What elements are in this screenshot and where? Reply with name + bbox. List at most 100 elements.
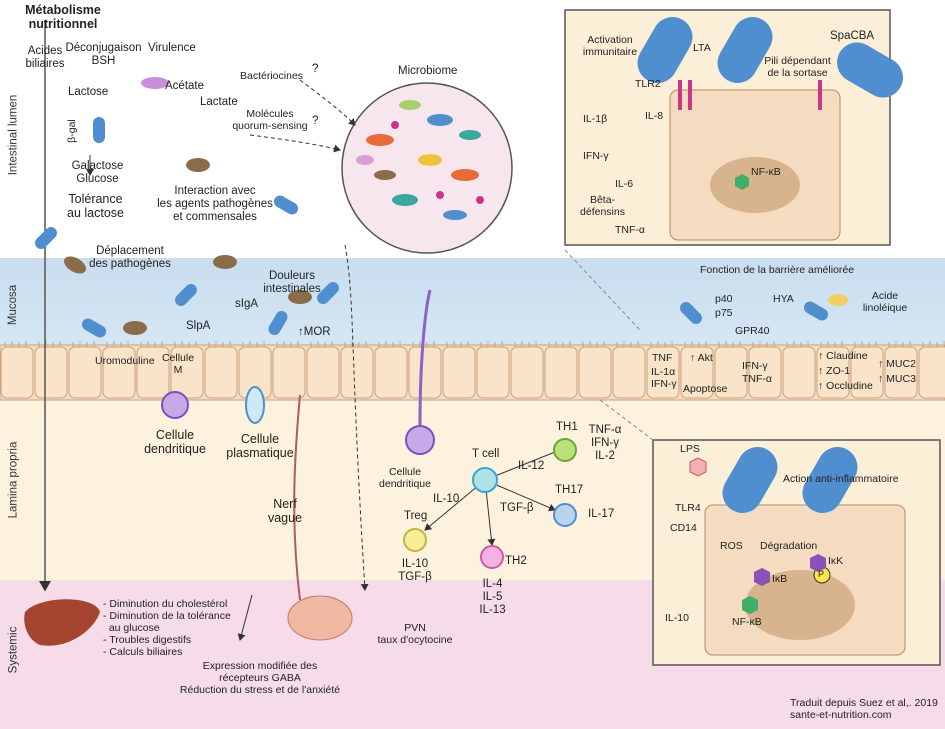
anti-nfkb: NF-κB bbox=[732, 616, 762, 628]
lumen-microbiome: Microbiome bbox=[398, 65, 458, 77]
lumen-virulence: Virulence bbox=[148, 42, 196, 54]
dendritic-cell-icon bbox=[161, 391, 189, 419]
lamina-plasmatique: Cellule plasmatique bbox=[226, 432, 294, 461]
lamina-th2: TH2 bbox=[505, 555, 527, 567]
liver-icon bbox=[24, 599, 100, 646]
immune-activation: Activation immunitaire bbox=[582, 34, 638, 59]
lamina-th17: TH17 bbox=[555, 484, 584, 496]
epithelial-cell bbox=[34, 346, 68, 399]
epithelial-cell bbox=[340, 346, 374, 399]
microvilli bbox=[174, 341, 197, 347]
epithelial-cell bbox=[850, 346, 884, 399]
lumen-q2: ? bbox=[312, 115, 319, 127]
lamina-il10: IL-10 bbox=[433, 493, 460, 505]
immune-nfkb: NF-κB bbox=[751, 166, 781, 178]
epithelial-cell bbox=[714, 346, 748, 399]
epithelial-cell bbox=[816, 346, 850, 399]
metab-lactose: Lactose bbox=[68, 86, 109, 98]
anti-action: Action anti-inflammatoire bbox=[783, 473, 899, 485]
barrier-akt: ↑ Akt bbox=[690, 352, 713, 364]
microvilli bbox=[684, 341, 707, 347]
zone-label-lamina: Lamina propria bbox=[7, 441, 19, 519]
epithelial-cell bbox=[374, 346, 408, 399]
zoom-line-top bbox=[564, 249, 641, 331]
lamina-th1: TH1 bbox=[556, 421, 578, 433]
mucosa-cellule-m: Cellule M bbox=[161, 352, 195, 377]
epithelial-cell bbox=[68, 346, 102, 399]
lamina-th1-out: TNF-α IFN-γ IL-2 bbox=[588, 424, 622, 463]
immune-il8: IL-8 bbox=[645, 110, 664, 122]
barrier-apoptose: Apoptose bbox=[683, 383, 728, 395]
bacteria-icons bbox=[35, 77, 848, 338]
lamina-dc-mid: Cellule dendritique bbox=[379, 466, 431, 491]
microvilli bbox=[446, 341, 469, 347]
barrier-occludine: ↑ Occludine bbox=[818, 380, 873, 392]
epithelial-cell bbox=[680, 346, 714, 399]
microvilli bbox=[378, 341, 401, 347]
microvilli bbox=[480, 341, 503, 347]
barrier-gpr40: GPR40 bbox=[735, 325, 770, 337]
microvilli bbox=[752, 341, 775, 347]
epithelial-cell bbox=[510, 346, 544, 399]
immune-tnfa: TNF-α bbox=[615, 224, 645, 236]
lamina-tgfb: TGF-β bbox=[500, 502, 534, 514]
barrier-ifng2: IFN-γ bbox=[742, 360, 768, 372]
mucosa-douleurs: Douleurs intestinales bbox=[263, 270, 321, 296]
credit-text: Traduit depuis Suez et al,. 2019 sante-e… bbox=[790, 697, 938, 722]
microvilli bbox=[718, 341, 741, 347]
anti-degradation: Dégradation bbox=[760, 540, 818, 552]
metab-bgal: β-gal bbox=[65, 119, 78, 143]
lumen-molecules: Molécules quorum-sensing bbox=[232, 108, 308, 133]
barrier-il1a: IL-1α bbox=[651, 366, 676, 378]
zone-label-lumen: Intestinal lumen bbox=[7, 94, 20, 176]
microvilli bbox=[242, 341, 265, 347]
lumen-acetate: Acétate bbox=[165, 80, 204, 92]
epithelial-cell bbox=[102, 346, 136, 399]
microvilli bbox=[650, 341, 673, 347]
epithelium-row bbox=[0, 341, 945, 401]
microvilli bbox=[854, 341, 877, 347]
epithelial-cell bbox=[884, 346, 918, 399]
metab-deconj: Déconjugaison BSH bbox=[65, 42, 142, 68]
dashed-arrow-pvn bbox=[344, 244, 369, 591]
anti-tlr4: TLR4 bbox=[675, 502, 701, 514]
microvilli bbox=[786, 341, 809, 347]
microvilli bbox=[310, 341, 333, 347]
microvilli bbox=[412, 341, 435, 347]
barrier-ifng: IFN-γ bbox=[651, 378, 677, 390]
barrier-muc3: ↑ MUC3 bbox=[878, 373, 916, 385]
systemic-pvn: PVN taux d'ocytocine bbox=[377, 622, 453, 647]
epithelial-cell bbox=[748, 346, 782, 399]
mucosa-slpa: SlpA bbox=[186, 320, 211, 332]
anti-lps: LPS bbox=[680, 443, 700, 455]
immune-spacba: SpaCBA bbox=[830, 30, 875, 42]
immune-beta: Bêta- défensins bbox=[580, 194, 625, 219]
barrier-p75: p75 bbox=[715, 307, 733, 319]
barrier-muc2: ↑ MUC2 bbox=[878, 358, 916, 370]
microvilli bbox=[106, 341, 129, 347]
microvilli bbox=[514, 341, 537, 347]
microvilli bbox=[276, 341, 299, 347]
microvilli bbox=[344, 341, 367, 347]
barrier-p40: p40 bbox=[715, 293, 733, 305]
epithelial-cell bbox=[0, 346, 34, 399]
barrier-hya: HYA bbox=[773, 293, 794, 305]
brain-arrow bbox=[237, 594, 253, 641]
mucosa-deplacement: Déplacement des pathogènes bbox=[89, 245, 171, 271]
microbiome-circle bbox=[341, 82, 513, 254]
epithelial-cell bbox=[204, 346, 238, 399]
microvilli bbox=[208, 341, 231, 347]
epithelial-cell bbox=[918, 346, 945, 399]
microvilli bbox=[38, 341, 61, 347]
immune-ifng: IFN-γ bbox=[583, 150, 609, 162]
epithelial-cell bbox=[782, 346, 816, 399]
metab-tolerance: Tolérance au lactose bbox=[67, 192, 124, 221]
zone-label-mucosa: Mucosa bbox=[7, 284, 19, 326]
microvilli bbox=[140, 341, 163, 347]
systemic-gaba: Expression modifiée des récepteurs GABA … bbox=[179, 660, 341, 697]
mucosa-siga: sIgA bbox=[235, 298, 259, 310]
barrier-claudine: ↑ Claudine bbox=[818, 350, 868, 362]
barrier-acide: Acide linoléique bbox=[862, 290, 908, 315]
